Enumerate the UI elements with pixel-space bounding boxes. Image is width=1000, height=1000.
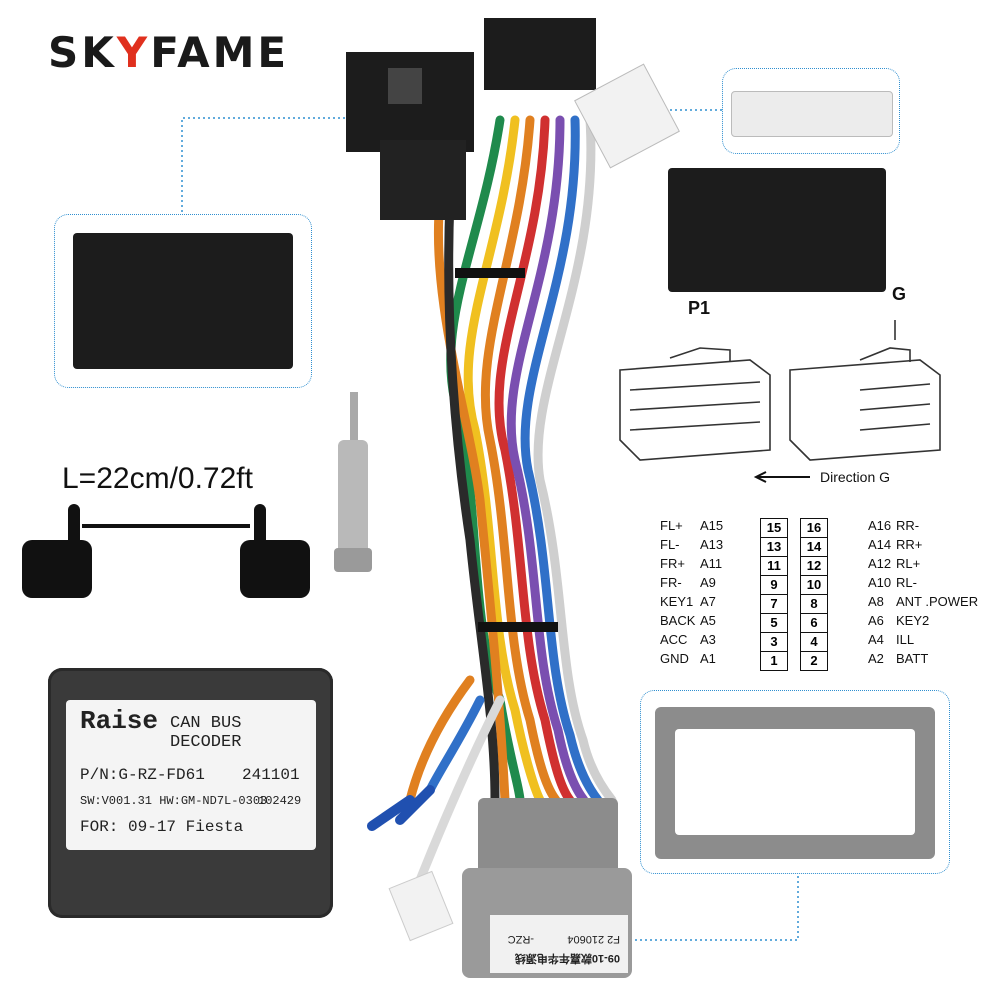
pin-right-number: A12 xyxy=(868,556,892,571)
pin-cell-b: 16 xyxy=(800,518,828,538)
pin-left-label: GND xyxy=(660,651,689,666)
pinout-row: FL+ A15 15 16 A16 RR- xyxy=(660,518,990,538)
decoder-for: FOR: 09-17 Fiesta xyxy=(80,818,244,836)
pin-right-number: A8 xyxy=(868,594,884,609)
decoder-pn: P/N:G-RZ-FD61 xyxy=(80,766,205,784)
pin-cell-a: 7 xyxy=(760,594,788,614)
pin-right-label: RR- xyxy=(896,518,920,533)
pin-right-number: A4 xyxy=(868,632,884,647)
pinout-row: FR+ A11 11 12 A12 RL+ xyxy=(660,556,990,576)
pin-left-number: A7 xyxy=(700,594,716,609)
pin-cell-b: 4 xyxy=(800,632,828,652)
pin-left-label: FR- xyxy=(660,575,682,590)
pin-left-number: A13 xyxy=(700,537,724,552)
sticker-line2: F2 210604 xyxy=(567,933,620,945)
callout-grey-connector xyxy=(640,690,950,874)
g-label: G xyxy=(892,284,907,304)
pin-cell-a: 1 xyxy=(760,651,788,671)
pin-cell-a: 5 xyxy=(760,613,788,633)
pin-left-label: FR+ xyxy=(660,556,685,571)
p1-label: P1 xyxy=(688,298,711,318)
pin-cell-b: 14 xyxy=(800,537,828,557)
pin-cell-a: 3 xyxy=(760,632,788,652)
pin-left-label: KEY1 xyxy=(660,594,694,609)
pin-cell-a: 9 xyxy=(760,575,788,595)
decoder-sw-hw: SW:V001.31 HW:GM-ND7L-0303 xyxy=(80,794,268,808)
pin-left-label: FL- xyxy=(660,537,680,552)
pin-left-number: A3 xyxy=(700,632,716,647)
pin-right-label: ANT .POWER xyxy=(896,594,979,609)
callout-white-connector xyxy=(722,68,900,154)
length-label: L=22cm/0.72ft xyxy=(62,462,253,495)
pin-left-label: FL+ xyxy=(660,518,683,533)
pin-cell-b: 2 xyxy=(800,651,828,671)
pin-left-number: A15 xyxy=(700,518,724,533)
radio-connector-photo xyxy=(668,168,886,292)
pin-right-label: BATT xyxy=(896,651,929,666)
black-connector-face xyxy=(73,233,293,369)
pin-cell-a: 13 xyxy=(760,537,788,557)
pin-cell-b: 6 xyxy=(800,613,828,633)
pin-right-label: ILL xyxy=(896,632,915,647)
pin-right-number: A16 xyxy=(868,518,892,533)
length-indicator xyxy=(22,504,310,598)
pin-cell-b: 12 xyxy=(800,556,828,576)
pin-left-number: A11 xyxy=(700,556,723,571)
plug-sticker: 09-10款嘉年华电源线 F2 210604 -RZC xyxy=(490,915,628,973)
decoder-label: Raise CAN BUS DECODER P/N:G-RZ-FD61 2411… xyxy=(66,700,316,850)
pin-right-number: A14 xyxy=(868,537,892,552)
pin-left-number: A5 xyxy=(700,613,716,628)
sticker-line3: -RZC xyxy=(507,933,534,945)
decoder-date: 241101 xyxy=(242,766,300,784)
grey-connector-cavity xyxy=(675,729,915,835)
brand-logo: SKYFAME xyxy=(48,28,290,77)
pin-cell-b: 8 xyxy=(800,594,828,614)
pin-left-label: BACK xyxy=(660,613,696,628)
pin-cell-a: 11 xyxy=(760,556,788,576)
callout-black-connector xyxy=(54,214,312,388)
pin-left-number: A1 xyxy=(700,651,716,666)
pin-left-label: ACC xyxy=(660,632,688,647)
decoder-title: CAN BUS DECODER xyxy=(170,714,242,752)
direction-arrow xyxy=(753,471,810,483)
direction-label: Direction G xyxy=(820,469,891,485)
grey-connector-face xyxy=(655,707,935,859)
decoder-serial: 102429 xyxy=(258,794,302,808)
pin-right-number: A2 xyxy=(868,651,884,666)
pin-cell-a: 15 xyxy=(760,518,788,538)
pin-right-label: RL- xyxy=(896,575,917,590)
pin-right-label: RR+ xyxy=(896,537,923,552)
pin-right-label: RL+ xyxy=(896,556,921,571)
connector-line-drawings xyxy=(619,320,941,461)
pinout-row: FL- A13 13 14 A14 RR+ xyxy=(660,537,990,557)
white-connector-face xyxy=(731,91,893,137)
pinout-row: FR- A9 9 10 A10 RL- xyxy=(660,575,990,595)
pin-right-label: KEY2 xyxy=(896,613,930,628)
decoder-brand: Raise xyxy=(80,706,159,736)
pin-right-number: A6 xyxy=(868,613,884,628)
pin-cell-b: 10 xyxy=(800,575,828,595)
pin-right-number: A10 xyxy=(868,575,892,590)
sticker-line1: 09-10款嘉年华电源线 xyxy=(514,952,620,964)
pin-left-number: A9 xyxy=(700,575,716,590)
